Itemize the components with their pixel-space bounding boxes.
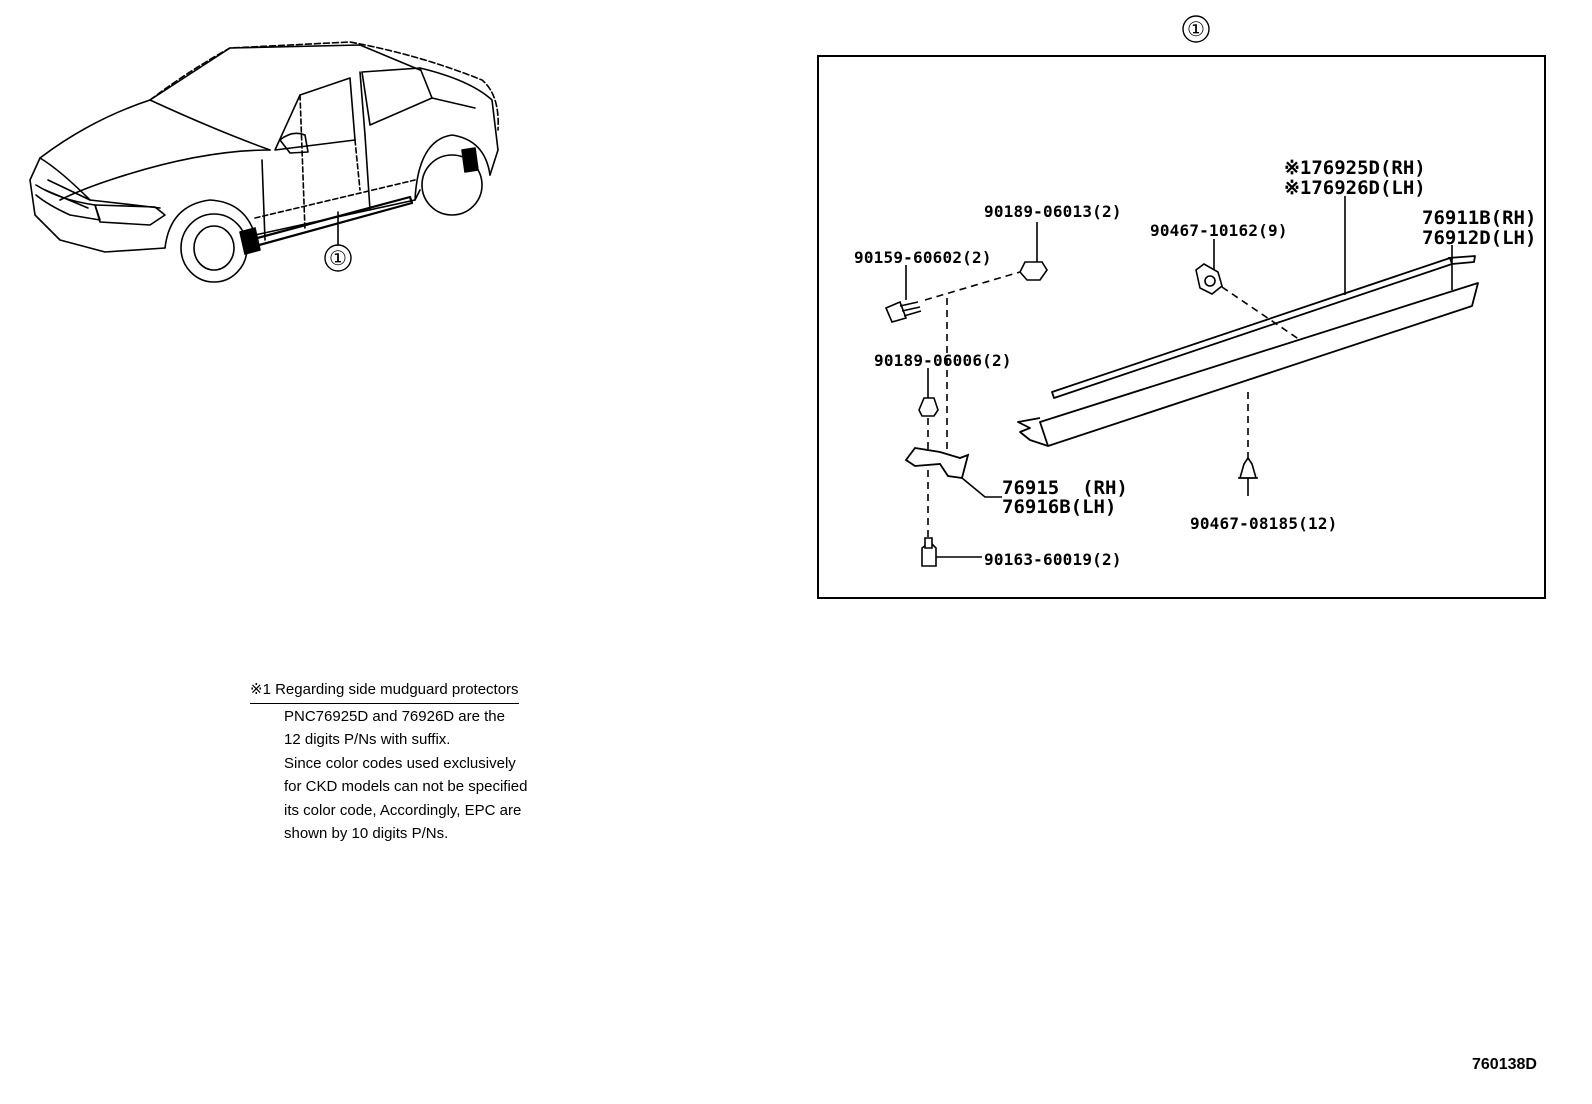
part-label-90467-08185: 90467-08185(12) bbox=[1190, 514, 1338, 533]
footnote-line: for CKD models can not be specified bbox=[284, 778, 528, 795]
footnote-line: its color code, Accordingly, EPC are bbox=[284, 801, 522, 819]
detail-box bbox=[817, 55, 1546, 599]
part-label-90189-06006: 90189-06006(2) bbox=[874, 351, 1012, 370]
footnote-line: Since color codes used exclusively bbox=[284, 754, 516, 772]
detail-callout-label: ① bbox=[1187, 17, 1205, 41]
footnote-line: shown by 10 digits P/Ns. bbox=[284, 825, 449, 842]
part-label-76911b-rh: 76911B(RH) bbox=[1422, 207, 1536, 229]
car-callout-circle bbox=[324, 244, 352, 272]
footnote-line: 12 digits P/Ns with suffix. bbox=[284, 731, 451, 748]
footnote: ※1 Regarding side mudguard protectors PN… bbox=[250, 678, 527, 846]
part-label-76912d-lh: 76912D(LH) bbox=[1422, 227, 1536, 249]
footnote-title: ※1 Regarding side mudguard protectors bbox=[250, 678, 519, 704]
part-label-76915-rh: 76915 (RH) bbox=[1002, 477, 1128, 499]
fasteners bbox=[884, 261, 1258, 567]
footnote-line: PNC76925D and 76926D are the bbox=[284, 707, 505, 725]
part-label-76925d-rh: ※176925D(RH) bbox=[1284, 157, 1426, 179]
car-illustration bbox=[29, 41, 499, 283]
part-label-90467-10162: 90467-10162(9) bbox=[1150, 221, 1288, 240]
detail-callout-circle bbox=[1182, 15, 1210, 43]
part-label-90163-60019: 90163-60019(2) bbox=[984, 550, 1122, 569]
part-label-76926d-lh: ※176926D(LH) bbox=[1284, 177, 1426, 199]
diagram-code: 760138D bbox=[1472, 1056, 1537, 1073]
footnote-body: PNC76925D and 76926D are the 12 digits P… bbox=[250, 705, 527, 846]
assembly-dashed-lines bbox=[924, 271, 1301, 540]
car-callout-label: ① bbox=[329, 246, 347, 270]
part-label-76916b-lh: 76916B(LH) bbox=[1002, 496, 1116, 518]
part-label-90189-06013: 90189-06013(2) bbox=[984, 202, 1122, 221]
leader-lines bbox=[905, 196, 1453, 558]
part-label-90159-60602: 90159-60602(2) bbox=[854, 248, 992, 267]
